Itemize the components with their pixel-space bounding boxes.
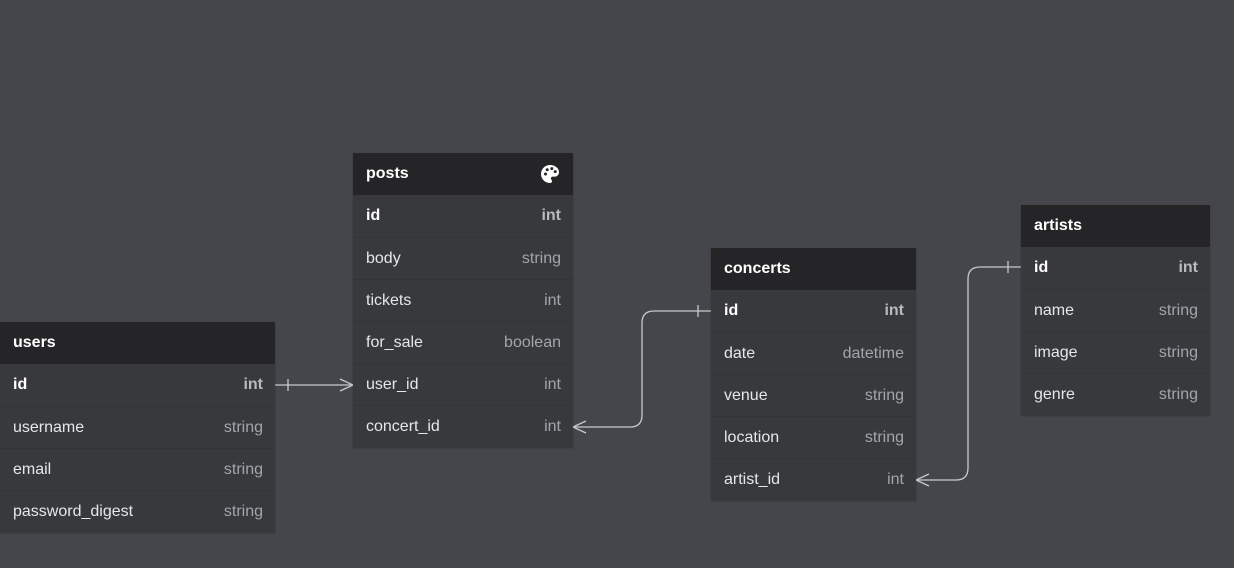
field-name: user_id <box>366 375 419 393</box>
field-type: int <box>544 291 561 309</box>
field-row-concerts-venue[interactable]: venue string <box>711 374 916 416</box>
table-users[interactable]: users id int username string email strin… <box>0 322 275 532</box>
field-type: string <box>223 502 263 520</box>
field-type: int <box>887 470 904 488</box>
field-row-posts-id[interactable]: id int <box>353 195 573 237</box>
table-title: users <box>13 334 56 351</box>
field-type: int <box>884 302 904 319</box>
table-title: concerts <box>724 260 791 277</box>
field-name: password_digest <box>13 502 134 520</box>
table-concerts[interactable]: concerts id int date datetime venue stri… <box>711 248 916 500</box>
field-type: string <box>521 249 561 267</box>
field-name: id <box>13 376 28 393</box>
table-header-posts[interactable]: posts <box>353 153 573 195</box>
connector-concerts-posts <box>572 305 711 434</box>
field-type: int <box>243 376 263 393</box>
palette-icon[interactable] <box>539 163 561 185</box>
field-row-posts-body[interactable]: body string <box>353 237 573 279</box>
table-title: artists <box>1034 217 1083 234</box>
table-posts[interactable]: posts id int body string tic <box>353 153 573 447</box>
field-name: id <box>366 207 381 224</box>
field-row-users-password-digest[interactable]: password_digest string <box>0 490 275 532</box>
field-type: string <box>1158 385 1198 403</box>
field-name: name <box>1034 301 1075 319</box>
field-type: datetime <box>842 344 904 362</box>
field-row-concerts-location[interactable]: location string <box>711 416 916 458</box>
field-name: body <box>366 249 401 267</box>
field-type: int <box>1178 259 1198 276</box>
field-row-posts-tickets[interactable]: tickets int <box>353 279 573 321</box>
field-name: genre <box>1034 385 1075 403</box>
field-row-posts-concert-id[interactable]: concert_id int <box>353 405 573 447</box>
table-artists[interactable]: artists id int name string image string … <box>1021 205 1210 415</box>
connector-artists-concerts <box>915 261 1021 487</box>
field-type: int <box>544 375 561 393</box>
field-name: username <box>13 418 85 436</box>
field-row-artists-name[interactable]: name string <box>1021 289 1210 331</box>
field-row-users-email[interactable]: email string <box>0 448 275 490</box>
field-name: date <box>724 344 756 362</box>
field-name: for_sale <box>366 333 423 351</box>
table-body-posts: id int body string tickets int for_sale … <box>353 195 573 447</box>
field-row-artists-id[interactable]: id int <box>1021 247 1210 289</box>
field-name: concert_id <box>366 417 440 435</box>
field-name: id <box>724 302 739 319</box>
field-name: image <box>1034 343 1078 361</box>
field-name: artist_id <box>724 470 781 488</box>
field-row-posts-for-sale[interactable]: for_sale boolean <box>353 321 573 363</box>
field-name: tickets <box>366 291 412 309</box>
field-name: location <box>724 428 780 446</box>
field-row-concerts-date[interactable]: date datetime <box>711 332 916 374</box>
table-title: posts <box>366 165 409 182</box>
field-row-artists-image[interactable]: image string <box>1021 331 1210 373</box>
field-row-artists-genre[interactable]: genre string <box>1021 373 1210 415</box>
field-type: string <box>1158 343 1198 361</box>
table-header-concerts[interactable]: concerts <box>711 248 916 290</box>
field-type: string <box>864 386 904 404</box>
field-row-users-username[interactable]: username string <box>0 406 275 448</box>
field-name: id <box>1034 259 1049 276</box>
table-header-artists[interactable]: artists <box>1021 205 1210 247</box>
connector-users-posts <box>275 378 354 392</box>
field-type: string <box>223 460 263 478</box>
field-type: string <box>223 418 263 436</box>
table-body-artists: id int name string image string genre st… <box>1021 247 1210 415</box>
field-type: int <box>541 207 561 224</box>
field-type: string <box>864 428 904 446</box>
field-row-posts-user-id[interactable]: user_id int <box>353 363 573 405</box>
field-type: string <box>1158 301 1198 319</box>
table-body-users: id int username string email string pass… <box>0 364 275 532</box>
field-type: int <box>544 417 561 435</box>
field-row-users-id[interactable]: id int <box>0 364 275 406</box>
table-body-concerts: id int date datetime venue string locati… <box>711 290 916 500</box>
field-row-concerts-id[interactable]: id int <box>711 290 916 332</box>
table-header-users[interactable]: users <box>0 322 275 364</box>
field-type: boolean <box>504 333 561 351</box>
field-name: email <box>13 460 52 478</box>
field-row-concerts-artist-id[interactable]: artist_id int <box>711 458 916 500</box>
field-name: venue <box>724 386 768 404</box>
